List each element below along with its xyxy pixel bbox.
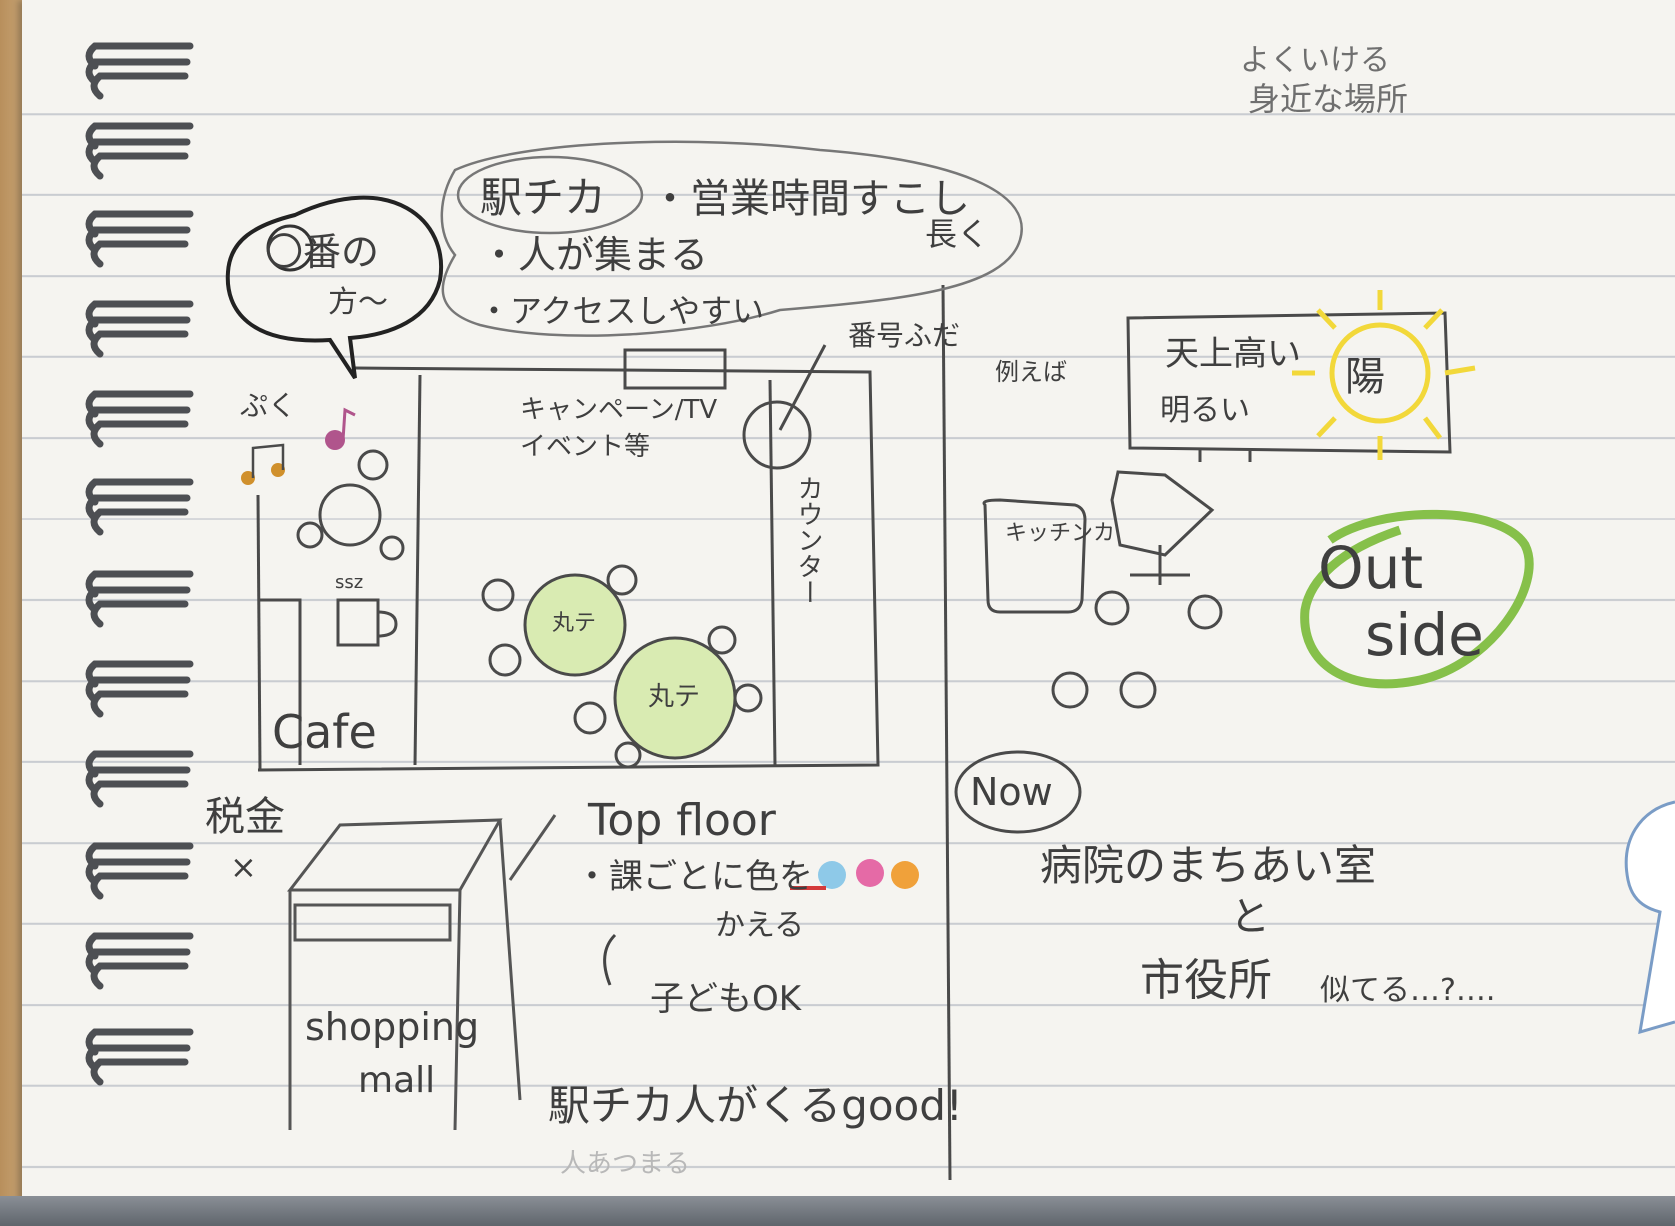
- outside-marker-circle: [1300, 509, 1534, 689]
- thought-bubble: [440, 140, 1023, 337]
- notebook-page: [22, 0, 1675, 1205]
- example-label: 例えば: [995, 358, 1067, 386]
- ticket-label: 番号ふだ: [848, 319, 960, 352]
- room-outline: [256, 284, 952, 1181]
- table2-label: 丸テ: [648, 682, 700, 712]
- cafe-sound: ぷく: [240, 389, 296, 422]
- shopping-mall-box: [286, 814, 557, 1131]
- table1-label: 丸テ: [552, 611, 596, 636]
- kids-line: 子どもOK: [650, 979, 803, 1019]
- mall-line2: mall: [358, 1060, 435, 1101]
- bright-label: 明るい: [1160, 393, 1250, 428]
- thought-people: ・人が集まる: [480, 233, 708, 277]
- spiral-binding: [89, 42, 194, 1082]
- sun-label: 陽: [1345, 354, 1385, 400]
- now-line2: と: [1230, 894, 1270, 940]
- thought-hours-2: 長く: [925, 215, 989, 253]
- station-good-line: 駅チカ人がくるgood!: [548, 1081, 963, 1130]
- faint-note: 人あつまる: [560, 1149, 690, 1179]
- event-label: イベント等: [520, 432, 650, 462]
- tax-label: 税金: [205, 794, 285, 840]
- now-line4: 似てる…?….: [1320, 973, 1495, 1008]
- speech-bubble: [225, 195, 444, 380]
- counter-label: カウンター: [793, 475, 823, 605]
- music-note-icon: [241, 407, 356, 485]
- now-badge: Now: [970, 770, 1053, 814]
- top-note-line1: よくいける: [1240, 43, 1390, 78]
- outside-line2: side: [1365, 601, 1484, 669]
- ceiling-label: 天上高い: [1165, 334, 1301, 374]
- tv-label: キャンペーン/TV: [520, 395, 717, 425]
- mall-line1: shopping: [305, 1005, 479, 1049]
- color-dots: [603, 859, 919, 986]
- colors-line: ・課ごとに色を: [575, 857, 813, 897]
- thought-hours: ・営業時間すこし: [650, 176, 970, 222]
- tax-cross: ×: [230, 848, 257, 886]
- desk-bottom-edge: [0, 1196, 1675, 1226]
- kitchen-label: キッチンカ: [1005, 521, 1115, 546]
- change-line: かえる: [715, 908, 804, 943]
- now-line1: 病院のまちあい室: [1040, 841, 1376, 890]
- round-tables: [481, 564, 763, 769]
- thought-station: 駅チカ: [480, 173, 606, 222]
- thought-access: ・アクセスしやすい: [478, 292, 764, 330]
- cafe-label: Cafe: [272, 705, 377, 759]
- outside-section: [954, 311, 1452, 834]
- now-line3: 市役所: [1140, 955, 1272, 1006]
- top-floor-title: Top floor: [587, 795, 777, 846]
- outside-line1: Out: [1318, 534, 1423, 602]
- speech-line2: 方〜: [328, 285, 388, 320]
- cafe-tables: [296, 449, 405, 647]
- speech-line1: 〇番の: [265, 230, 379, 274]
- top-note-line2: 身近な場所: [1248, 80, 1408, 118]
- sun-icon: [1292, 290, 1476, 460]
- number-zero-circle: [266, 224, 314, 272]
- cafe-steam: ssz: [335, 572, 363, 593]
- callout-bubble-edge: [1624, 800, 1675, 1035]
